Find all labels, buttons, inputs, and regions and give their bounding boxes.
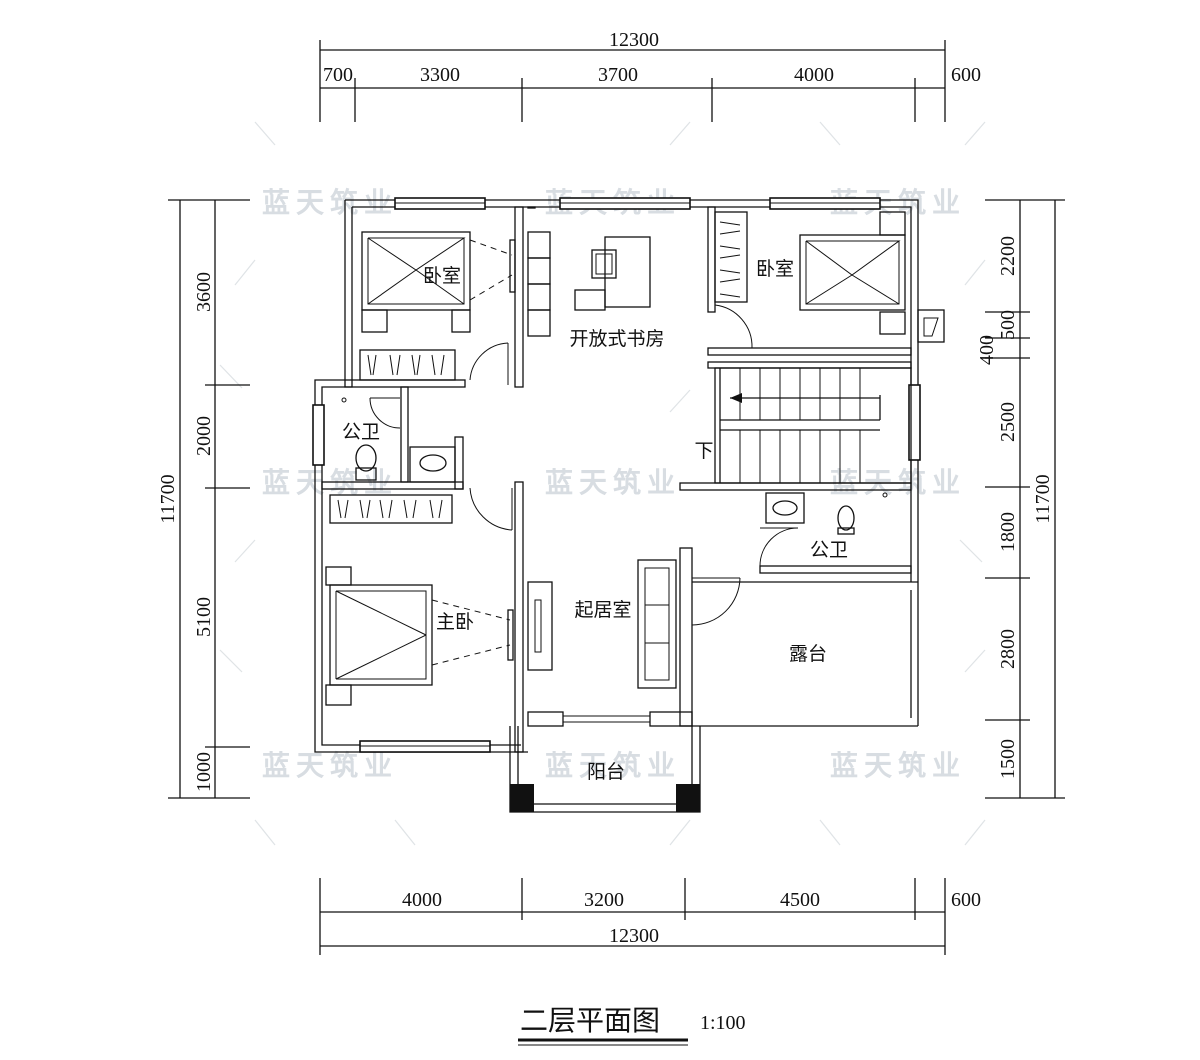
- dim-left-total: 11700: [157, 474, 179, 523]
- dimension-top: 12300 700 3300 3700 4000 600: [319, 29, 981, 122]
- label-terrace: 露台: [789, 643, 827, 665]
- label-bath-e: 公卫: [810, 539, 848, 561]
- dim-top-1: 700: [323, 64, 353, 86]
- dim-top-5: 600: [951, 64, 981, 86]
- dim-left-3: 5100: [193, 597, 215, 637]
- dim-top-3: 3700: [598, 64, 638, 86]
- label-balcony: 阳台: [587, 761, 625, 783]
- dim-bottom-total: 12300: [609, 925, 659, 947]
- dim-right-2: 500: [997, 310, 1019, 340]
- plan-title-block: 二层平面图 1:100: [518, 1004, 746, 1046]
- watermark-text: 蓝天筑业: [262, 749, 398, 782]
- dim-bottom-2: 3200: [584, 889, 624, 911]
- label-stair-down: 下: [694, 440, 713, 462]
- label-bath-w: 公卫: [342, 421, 380, 443]
- dim-bottom-4: 600: [951, 889, 981, 911]
- dimension-right: 11700 2200 500 400 2500 1800 2800 1500: [976, 199, 1065, 799]
- watermarks: 蓝天筑业 蓝天筑业 蓝天筑业 蓝天筑业 蓝天筑业 蓝天筑业 蓝天筑业 蓝天筑业 …: [262, 186, 966, 782]
- background-pattern: [219, 121, 986, 846]
- dim-bottom-1: 4000: [402, 889, 442, 911]
- watermark-text: 蓝天筑业: [545, 466, 681, 499]
- dim-left-4: 1000: [193, 752, 215, 792]
- dim-bottom-3: 4500: [780, 889, 820, 911]
- dim-left-2: 2000: [193, 416, 215, 456]
- room-labels: 卧室 开放式书房 卧室 公卫 下 公卫 主卧 起居室 露台 阳台: [342, 258, 848, 783]
- dim-top-2: 3300: [420, 64, 460, 86]
- label-master-bedroom: 主卧: [436, 611, 474, 633]
- dim-right-3: 400: [976, 335, 998, 365]
- label-study: 开放式书房: [569, 328, 664, 350]
- dim-right-total: 11700: [1032, 474, 1054, 523]
- watermark-text: 蓝天筑业: [262, 186, 398, 219]
- dim-right-6: 2800: [997, 629, 1019, 669]
- dim-right-5: 1800: [997, 512, 1019, 552]
- plan-title: 二层平面图: [520, 1004, 660, 1037]
- label-living-room: 起居室: [574, 599, 631, 621]
- dim-right-7: 1500: [997, 739, 1019, 779]
- dim-top-total: 12300: [609, 29, 659, 51]
- walls: [312, 197, 945, 813]
- dim-right-1: 2200: [997, 236, 1019, 276]
- watermark-text: 蓝天筑业: [830, 749, 966, 782]
- dim-top-4: 4000: [794, 64, 834, 86]
- dimension-left: 11700 3600 2000 5100 1000: [157, 199, 250, 799]
- label-bedroom-ne: 卧室: [756, 258, 794, 280]
- dim-left-1: 3600: [193, 272, 215, 312]
- watermark-text: 蓝天筑业: [545, 749, 681, 782]
- furniture: [325, 211, 912, 706]
- label-bedroom-nw: 卧室: [423, 265, 461, 287]
- plan-scale: 1:100: [700, 1012, 746, 1034]
- dim-right-4: 2500: [997, 402, 1019, 442]
- dimension-bottom: 4000 3200 4500 600 12300: [319, 878, 981, 955]
